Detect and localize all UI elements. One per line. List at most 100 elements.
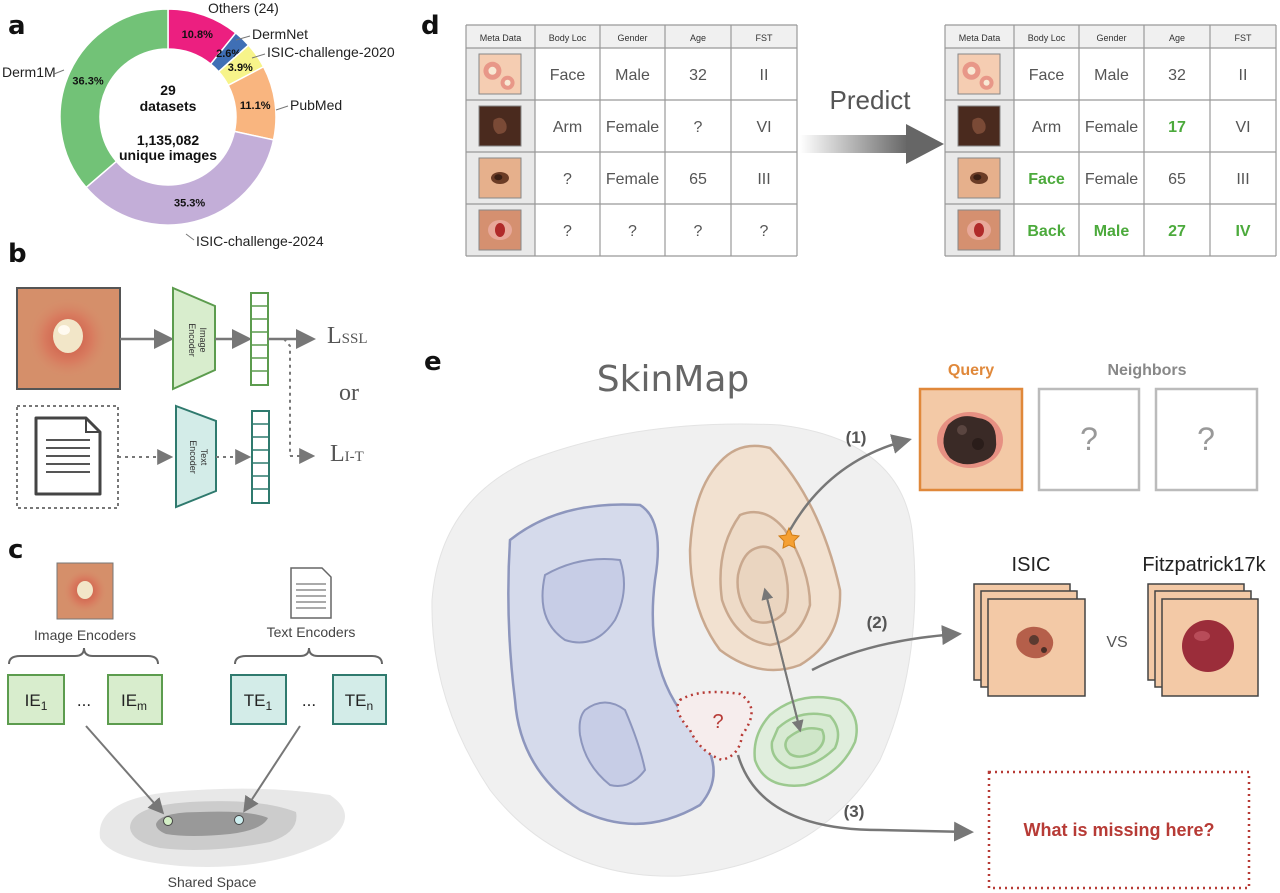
center-line3: 1,135,082: [137, 132, 199, 148]
legend-isic2024: ISIC-challenge-2024: [196, 233, 324, 249]
te1-main: TE: [244, 691, 266, 710]
ie1-box: IE1: [7, 674, 65, 725]
step1-label: (1): [846, 428, 867, 447]
donut-pct-2: 3.9%: [228, 62, 253, 74]
panel-a-label: a: [8, 11, 26, 41]
legend-dermnet: DermNet: [252, 26, 308, 42]
tableLeft-header-1: Body Loc: [549, 33, 587, 43]
lesion-image-c: [56, 562, 114, 620]
fitz-stack: [1147, 583, 1259, 697]
tableRight-header-1: Body Loc: [1028, 33, 1066, 43]
svg-text:TEn: TEn: [345, 691, 373, 713]
tableLeft-header-3: Age: [690, 33, 706, 43]
loss-ssl: LSSL: [327, 323, 368, 349]
missing-box: What is missing here?: [987, 770, 1251, 890]
step3-label: (3): [844, 802, 865, 821]
tableRight-cell-1-0: Arm: [1032, 119, 1061, 136]
tableLeft-cell-0-3: II: [760, 67, 769, 84]
tableRight-header-2: Gender: [1096, 33, 1126, 43]
text-embedding-b: [251, 410, 270, 504]
tableRight-cell-3-1: Male: [1094, 223, 1130, 240]
donut-pct-4: 35.3%: [174, 197, 205, 209]
ie-dots: ...: [77, 691, 91, 710]
text-encoder-b: TextEncoder: [175, 404, 217, 509]
ten-sub: n: [367, 699, 374, 713]
tableRight-cell-3-2: 27: [1168, 223, 1186, 240]
tableRight-cell-1-2: 17: [1168, 119, 1186, 136]
ie1-main: IE: [25, 691, 41, 710]
tableRight-lesion-0: [957, 53, 1001, 95]
document-b: [16, 405, 119, 509]
donut-slice-4: [85, 130, 275, 226]
unknown-question: ?: [712, 711, 723, 733]
green-cluster: [753, 695, 858, 787]
tableRight-cell-3-3: IV: [1235, 223, 1250, 240]
panel-d-label: d: [421, 11, 440, 41]
shared-space-label: Shared Space: [168, 874, 257, 890]
ie1-sub: 1: [41, 699, 48, 713]
svg-text:LSSL: LSSL: [327, 323, 368, 349]
tableRight-cell-1-3: VI: [1235, 119, 1250, 136]
tableLeft-header-4: FST: [756, 33, 774, 43]
lesion-image-b: [16, 287, 121, 390]
donut-pct-5: 36.3%: [72, 75, 103, 87]
blue-cluster: [507, 503, 715, 825]
tableLeft-cell-3-0: ?: [563, 223, 572, 240]
tableRight-lesion-2: [957, 157, 1001, 199]
center-line4: unique images: [119, 147, 217, 163]
loss-ssl-main: L: [327, 323, 342, 349]
legend-isic2020: ISIC-challenge-2020: [267, 44, 395, 60]
neighbor-question-1: ?: [1080, 421, 1098, 457]
donut-pct-3: 11.1%: [240, 100, 271, 112]
query-label: Query: [948, 362, 994, 379]
ten-box: TEn: [332, 674, 387, 725]
step2-label: (2): [867, 613, 888, 632]
donut-pct-0: 10.8%: [182, 29, 213, 41]
donut-center-text: 29 datasets 1,135,082 unique images: [119, 82, 217, 163]
panel-c-label: c: [8, 535, 23, 565]
missing-label: What is missing here?: [1023, 820, 1214, 840]
tableLeft-header-2: Gender: [617, 33, 647, 43]
tableLeft-cell-3-1: ?: [628, 223, 637, 240]
iem-main: IE: [121, 691, 137, 710]
tableRight-cell-2-0: Face: [1028, 171, 1065, 188]
tableRight-lesion-3: [957, 209, 1001, 251]
iem-box: IEm: [107, 674, 163, 725]
shared-space: [99, 788, 345, 867]
query-image: [918, 387, 1024, 492]
legend-derm1m: Derm1M: [2, 64, 56, 80]
orange-cluster: [688, 444, 842, 672]
tableRight-lesion-1: [957, 105, 1001, 147]
tableLeft-cell-0-2: 32: [689, 67, 707, 84]
donut-slice-5: [59, 8, 169, 189]
tableLeft-lesion-1: [478, 105, 522, 147]
tableRight-cell-1-1: Female: [1085, 119, 1138, 136]
tableRight-cell-2-1: Female: [1085, 171, 1138, 188]
tableLeft-cell-2-2: 65: [689, 171, 707, 188]
te1-box: TE1: [230, 674, 287, 725]
legend-pubmed: PubMed: [290, 97, 342, 113]
svg-text:IE1: IE1: [25, 691, 48, 713]
ten-main: TE: [345, 691, 367, 710]
text-encoders-label: Text Encoders: [267, 624, 356, 640]
tableRight-cell-0-0: Face: [1029, 67, 1065, 84]
skinmap-title: SkinMap: [597, 359, 750, 400]
donut-chart: 10.8%2.6%3.9%11.1%35.3%36.3%: [59, 8, 277, 226]
tableLeft-header-0: Meta Data: [480, 33, 522, 43]
iem-sub: m: [137, 699, 147, 713]
center-line1: 29: [160, 82, 176, 98]
neighbor-box-2: ?: [1154, 387, 1259, 492]
tableRight-header-0: Meta Data: [959, 33, 1001, 43]
tableLeft-cell-2-1: Female: [606, 171, 659, 188]
tableLeft-cell-1-1: Female: [606, 119, 659, 136]
tableLeft-cell-1-0: Arm: [553, 119, 582, 136]
tableLeft-cell-3-3: ?: [760, 223, 769, 240]
loss-it: LI-T: [330, 441, 364, 467]
center-line2: datasets: [140, 98, 197, 114]
isic-stack: [973, 583, 1086, 697]
predict-label: Predict: [830, 85, 912, 115]
fitz-label: Fitzpatrick17k: [1142, 554, 1266, 576]
